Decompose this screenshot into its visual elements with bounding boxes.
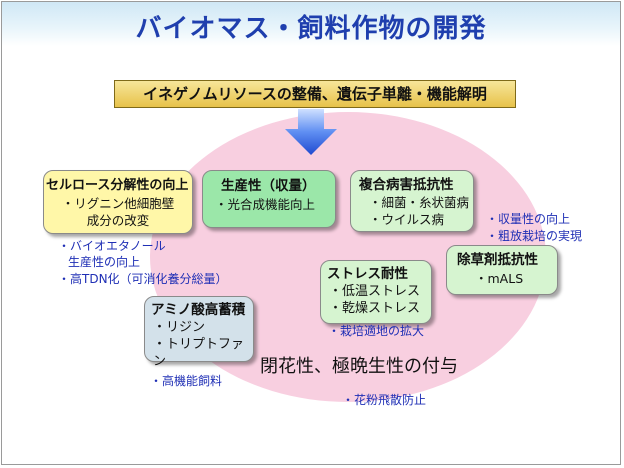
box-item: ・リジン <box>153 320 206 335</box>
box-item: ・低温ストレス <box>329 284 421 299</box>
box-item: ・リグニン他細胞壁 <box>61 196 175 211</box>
closing-statement: 閉花性、極晩生性の付与 <box>260 356 458 377</box>
box-item: ・光合成機能向上 <box>215 197 316 212</box>
box-productivity: 生産性（収量） ・光合成機能向上 <box>202 170 336 228</box>
box-amino-acid-accumulation: アミノ酸高蓄積 ・リジン ・トリプトファン <box>144 296 254 369</box>
box-cellulose-degradability: セルロース分解性の向上 ・リグニン他細胞壁 成分の改変 <box>43 170 193 234</box>
note-functional-feed: ・高機能飼料 <box>150 374 223 388</box>
box-item: ・トリプトファン <box>153 337 245 369</box>
note-pollen-prevention: ・花粉飛散防止 <box>342 393 427 407</box>
box-item: ・細菌・糸状菌病 <box>369 195 470 210</box>
genome-banner: イネゲノムリソースの整備、遺伝子単離・機能解明 <box>114 80 516 108</box>
box-heading: 除草剤抵抗性 <box>457 252 538 268</box>
note-cultivation-area: ・栽培適地の拡大 <box>328 324 425 338</box>
slide-title: バイオマス・飼料作物の開発 <box>135 14 487 44</box>
note-bioethanol-productivity: 生産性の向上 <box>68 255 141 269</box>
box-item: ・ウイルス病 <box>369 212 445 227</box>
note-yield-increase: ・収量性の向上 <box>486 212 571 226</box>
note-bioethanol: ・バイオエタノール <box>58 239 166 253</box>
box-herbicide-resistance: 除草剤抵抗性 ・mALS <box>446 245 558 295</box>
title-bar <box>2 2 620 46</box>
box-item: ・乾燥ストレス <box>329 301 421 316</box>
box-heading: 生産性（収量） <box>221 178 316 194</box>
box-heading: アミノ酸高蓄積 <box>151 302 246 318</box>
box-heading: ストレス耐性 <box>327 266 408 282</box>
box-stress-tolerance: ストレス耐性 ・低温ストレス ・乾燥ストレス <box>320 260 432 324</box>
box-item: 成分の改変 <box>86 213 150 228</box>
note-tdn: ・高TDN化（可消化養分総量） <box>58 272 228 286</box>
box-heading: 複合病害抵抗性 <box>359 177 454 193</box>
box-disease-resistance: 複合病害抵抗性 ・細菌・糸状菌病 ・ウイルス病 <box>350 170 474 232</box>
note-extensive-cultivation: ・粗放栽培の実現 <box>486 229 583 243</box>
down-arrow-icon <box>285 109 337 155</box>
box-heading: セルロース分解性の向上 <box>46 178 189 193</box>
box-item: ・mALS <box>475 271 524 286</box>
